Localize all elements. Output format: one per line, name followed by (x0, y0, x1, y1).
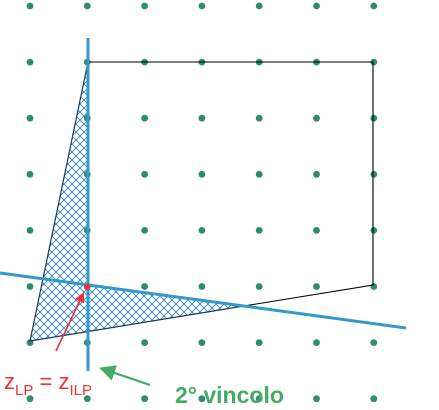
lattice-point (141, 2, 149, 10)
lattice-point (255, 227, 263, 234)
lattice-point (198, 283, 206, 290)
optimum-point (83, 283, 91, 291)
lattice-point (26, 170, 34, 178)
triangle-boundary (29, 61, 245, 342)
lattice-point (255, 2, 263, 10)
lattice-point (198, 339, 206, 346)
lattice-point (370, 170, 378, 178)
lattice-point (370, 395, 378, 403)
lattice-point (26, 283, 34, 290)
z-lp-subscript: LP (15, 382, 33, 399)
lattice-point (141, 170, 149, 178)
lattice-point (26, 227, 34, 234)
lattice-point (26, 114, 34, 122)
lattice-point (198, 227, 206, 234)
lattice-point (255, 395, 263, 403)
region-outline (88, 61, 374, 307)
lattice-point (141, 227, 149, 234)
lattice-point (26, 58, 34, 66)
z-lp-symbol: z (4, 369, 15, 394)
z-ilp-symbol: z (58, 369, 69, 394)
first-constraint-line (0, 271, 407, 330)
lattice-point (370, 2, 378, 10)
lattice-point (141, 283, 149, 290)
lattice-point (313, 395, 320, 403)
z-ilp-subscript: ILP (69, 382, 92, 399)
lattice-point (141, 395, 149, 403)
lattice-point (370, 227, 378, 234)
lattice-point (198, 395, 206, 403)
lattice-point (313, 339, 320, 346)
lattice-point (255, 339, 263, 346)
lattice-point (198, 2, 206, 10)
equals-sign: = (33, 369, 58, 394)
lattice-point (255, 114, 263, 122)
lattice-point (26, 2, 34, 10)
lattice-point (370, 339, 378, 346)
z-equality-label: zLP = zILP (4, 369, 92, 399)
lp-feasible-region (30, 62, 244, 341)
constraint-label: 2° vincolo (175, 382, 284, 408)
lattice-point (255, 283, 263, 290)
lattice-point (313, 227, 320, 234)
lattice-point (141, 339, 149, 346)
lattice-point (141, 114, 149, 122)
lattice-point (255, 170, 263, 178)
lattice-point (313, 283, 320, 290)
arrow-up-right-icon (55, 292, 85, 352)
lattice-point (198, 170, 206, 178)
lattice-point (313, 114, 320, 122)
lattice-point (370, 283, 378, 290)
arrow-left-icon (99, 365, 151, 387)
lattice-point (83, 2, 91, 10)
lattice-point (198, 114, 206, 122)
lattice-point (83, 395, 91, 403)
lattice-point (370, 114, 378, 122)
lattice-point (313, 170, 320, 178)
lattice-point (313, 2, 320, 10)
lattice-point (370, 58, 378, 66)
lattice-point (26, 395, 34, 403)
